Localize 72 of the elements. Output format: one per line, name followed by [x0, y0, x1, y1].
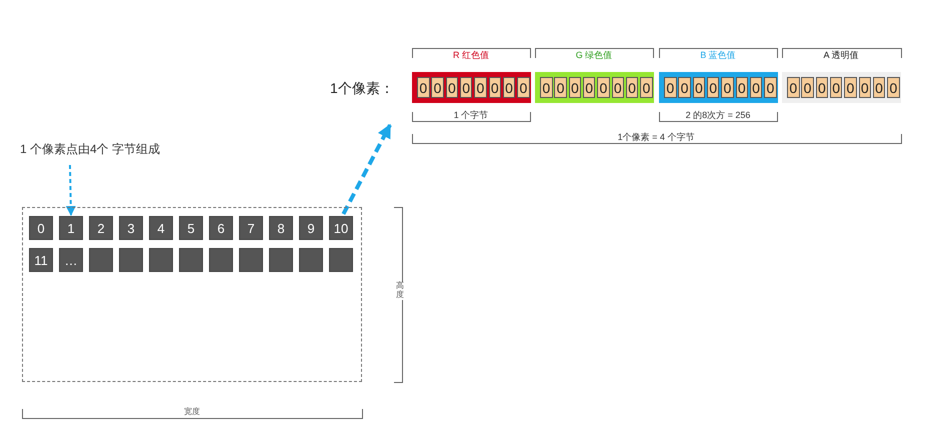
channel-label: B 蓝色值 — [698, 51, 738, 60]
pixel-cell: 2 — [89, 216, 113, 240]
pixel-cell: 11 — [29, 248, 53, 272]
pixel-cell — [119, 248, 143, 272]
note-text: 1 个像素点由4个 字节组成 — [20, 141, 170, 158]
pixel-cell: 0 — [29, 216, 53, 240]
bit-cell: 0 — [640, 77, 653, 98]
arrow — [342, 124, 392, 215]
pixel-cell: 1 — [59, 216, 83, 240]
pixel-cell: 5 — [179, 216, 203, 240]
bit-cell: 0 — [540, 77, 552, 98]
channel-label: G 绿色值 — [574, 51, 614, 60]
pixel-cell: 3 — [119, 216, 143, 240]
bit-cell: 0 — [736, 77, 748, 98]
bit-cell: 0 — [554, 77, 567, 98]
pixel-cell — [89, 248, 113, 272]
pixel-cell: 7 — [239, 216, 263, 240]
bit-cell: 0 — [446, 77, 458, 98]
bit-cell: 0 — [721, 77, 734, 98]
pixel-cell — [299, 248, 323, 272]
pixel-cell — [269, 248, 293, 272]
dimension-label: 2 的8次方 = 256 — [684, 111, 752, 120]
channel-band — [659, 72, 778, 103]
channel-band — [535, 72, 654, 103]
bit-cell: 0 — [678, 77, 691, 98]
arrow — [66, 164, 76, 216]
bit-cell: 0 — [582, 77, 596, 98]
bit-cell: 0 — [597, 77, 610, 98]
pixel-cell — [209, 248, 233, 272]
bit-cell: 0 — [692, 77, 706, 98]
pixel-cell — [239, 248, 263, 272]
dimension-label: 1 个字节 — [452, 111, 490, 120]
dimension-label: 1个像素 = 4 个字节 — [616, 133, 696, 142]
bit-cell: 0 — [626, 77, 638, 98]
pixel-cell: 8 — [269, 216, 293, 240]
pixel-cell — [179, 248, 203, 272]
bit-cell: 0 — [612, 77, 624, 98]
bit-cell: 0 — [801, 77, 814, 98]
bit-cell: 0 — [474, 77, 487, 98]
dimension-label: 宽度 — [182, 408, 202, 416]
bit-cell: 0 — [706, 77, 720, 98]
bit-cell: 0 — [488, 77, 501, 98]
bit-cell: 0 — [750, 77, 762, 98]
bit-cell: 0 — [517, 77, 530, 98]
bit-cell: 0 — [460, 77, 472, 98]
channel-band — [782, 72, 901, 103]
pixel-cell: 10 — [329, 216, 353, 240]
bit-cell: 0 — [568, 77, 582, 98]
channel-label: R 红色值 — [451, 51, 491, 60]
bit-cell: 0 — [844, 77, 857, 98]
row-label: 1个像素： — [330, 81, 394, 95]
bit-cell: 0 — [858, 77, 871, 98]
pixel-cell: 6 — [209, 216, 233, 240]
channel-band — [412, 72, 531, 103]
bit-cell: 0 — [664, 77, 676, 98]
pixel-cell: … — [59, 248, 83, 272]
bit-cell: 0 — [502, 77, 516, 98]
pixel-cell: 4 — [149, 216, 173, 240]
pixel-cell — [149, 248, 173, 272]
pixel-cell — [329, 248, 353, 272]
image-frame — [22, 207, 362, 382]
channel-label: A 透明值 — [822, 51, 860, 60]
bit-cell: 0 — [417, 77, 430, 98]
bit-cell: 0 — [816, 77, 828, 98]
bit-cell: 0 — [431, 77, 444, 98]
bit-cell: 0 — [830, 77, 842, 98]
bit-cell: 0 — [787, 77, 800, 98]
dimension-label: 高度 — [396, 282, 404, 300]
bit-cell: 0 — [764, 77, 777, 98]
bit-cell: 0 — [872, 77, 886, 98]
pixel-cell: 9 — [299, 216, 323, 240]
bit-cell: 0 — [887, 77, 900, 98]
